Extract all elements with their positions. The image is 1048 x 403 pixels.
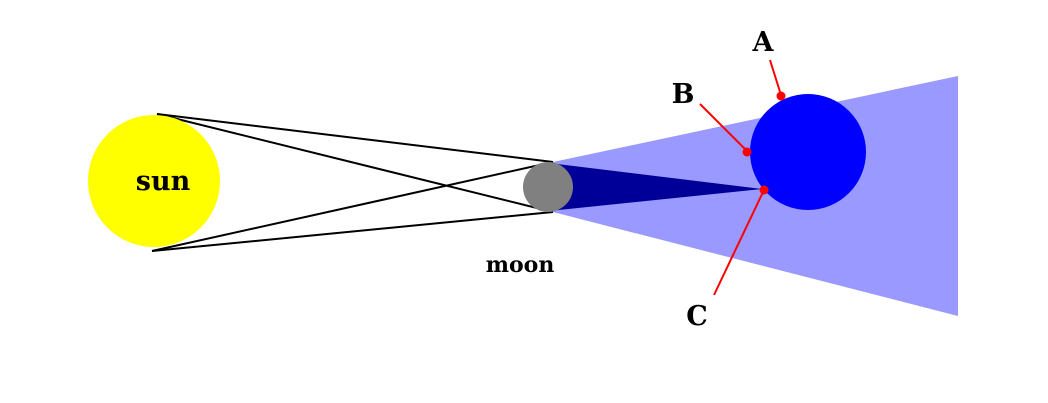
ray-top-to-bottom [156,113,554,213]
leader-lines [699,59,782,296]
moon [523,162,573,212]
sun-rays [151,113,554,252]
sun-label: sun [136,166,191,197]
point-c-label: C [686,301,708,332]
point-b-marker [742,147,752,157]
earth [750,94,866,210]
point-c-marker [759,185,769,195]
leader-line-b [699,103,748,152]
ray-top-to-top [156,113,554,163]
leader-line-a [769,59,782,96]
point-b-label: B [672,79,695,110]
leader-line-c [713,189,765,296]
ray-bottom-to-top [151,161,554,252]
moon-label: moon [486,252,555,278]
umbra-region [549,163,762,211]
sun [88,115,220,247]
ray-bottom-to-bottom [151,211,554,252]
point-a-label: A [752,27,775,58]
point-markers [742,91,786,195]
point-a-marker [776,91,786,101]
